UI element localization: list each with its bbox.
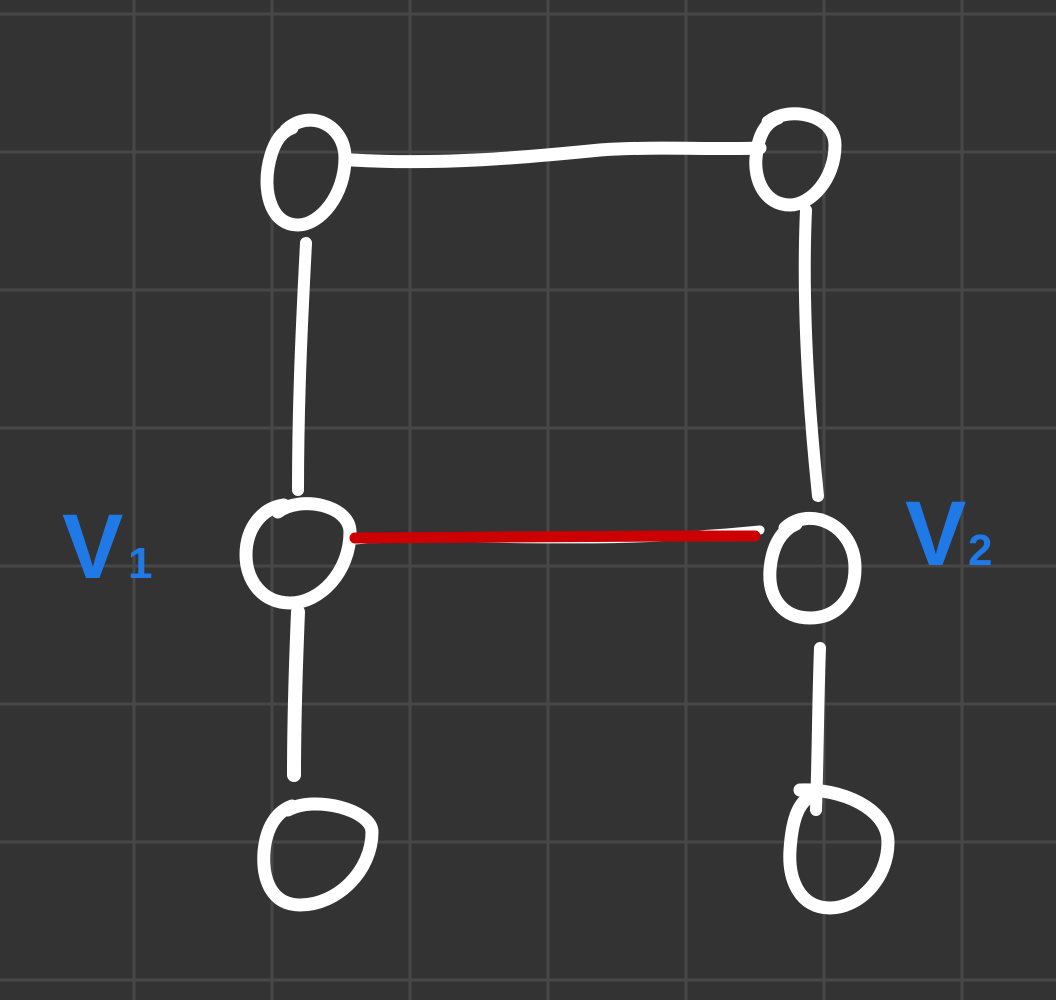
edge-left-upper [292, 237, 312, 496]
edge-top [345, 141, 767, 169]
label-v1: V 1 [62, 496, 152, 598]
label-v2-subscript: 2 [968, 526, 992, 575]
label-v2-letter: V [905, 483, 966, 585]
vertex-v1 [239, 497, 357, 610]
label-v1-subscript: 1 [128, 539, 152, 588]
edge-left-lower [287, 605, 305, 782]
vertex-bottom-left [257, 797, 379, 912]
graph [239, 107, 895, 915]
edge-right-upper [798, 204, 824, 502]
highlighted-edge-v1-v2 [349, 530, 761, 544]
vertex-v2 [763, 512, 862, 625]
vertex-top-right [749, 107, 842, 212]
vertex-bottom-right [783, 783, 895, 915]
vertex-top-left [260, 113, 352, 232]
label-v2: V 2 [905, 483, 992, 585]
label-v1-letter: V [62, 496, 123, 598]
